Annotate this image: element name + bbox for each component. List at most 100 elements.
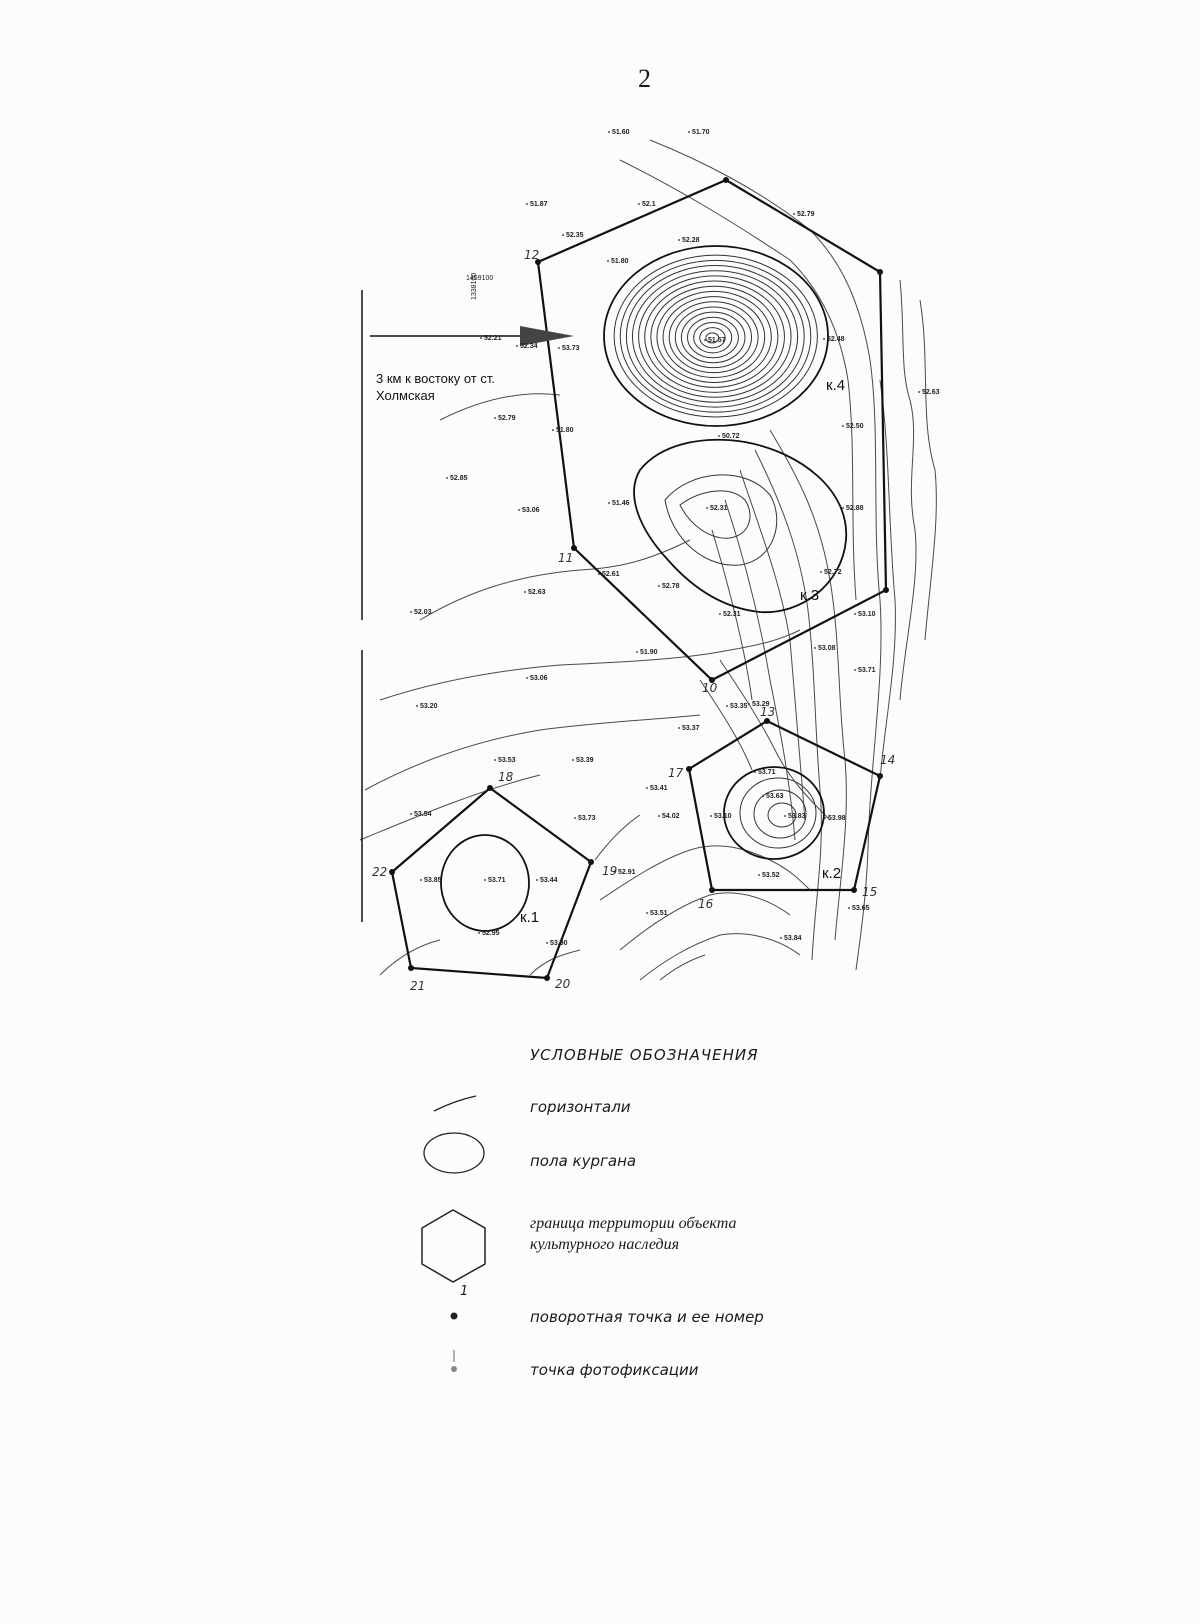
mound-label: к.4 [826, 377, 845, 394]
legend-label-boundary: граница территории объекта культурного н… [530, 1215, 737, 1253]
elevation-dot [780, 937, 782, 939]
elevation-dot [688, 131, 690, 133]
mound-label: к.3 [800, 587, 819, 604]
elevation-label: 52.91 [618, 869, 636, 876]
legend-label-turning-point: поворотная точка и ее номер [530, 1308, 764, 1326]
elevation-label: 52.79 [797, 211, 815, 218]
elevation-dot [814, 647, 816, 649]
elevation-label: 53.98 [828, 815, 846, 822]
contour-ring [619, 259, 812, 413]
contour-ring [687, 316, 739, 359]
elevation-label: 53.52 [762, 872, 780, 879]
elevation-dot [854, 669, 856, 671]
contour-line-icon [433, 1095, 477, 1112]
dot-icon [450, 1312, 458, 1320]
elevation-label: 51.60 [612, 129, 630, 136]
mound-k2 [723, 766, 825, 860]
mound-label: к.1 [520, 909, 539, 926]
elevation-label: 52.34 [520, 343, 538, 350]
location-line-1: 3 км к востоку от ст. [376, 371, 495, 386]
point-number: 15 [862, 885, 877, 899]
elevation-dot [416, 705, 418, 707]
elevation-label: 50.72 [722, 433, 740, 440]
elevation-label: 51.80 [556, 427, 574, 434]
point-number: 13 [760, 705, 775, 719]
point-number: 10 [702, 681, 718, 695]
elevation-label: 52.31 [723, 611, 741, 618]
elevation-label: 52.63 [528, 589, 546, 596]
elevation-dot [572, 759, 574, 761]
coordinate-x: 1338100 [471, 273, 478, 300]
elevation-label: 51.90 [640, 649, 658, 656]
elevation-label: 53.54 [414, 811, 432, 818]
legend-title: УСЛОВНЫЕ ОБОЗНАЧЕНИЯ [530, 1046, 759, 1064]
elevation-label: 52.85 [450, 475, 468, 482]
contour-ring [638, 275, 792, 398]
contour-ring [668, 301, 759, 374]
point-number: 21 [410, 979, 425, 993]
elevation-label: 52.03 [414, 609, 432, 616]
mound-label: к.2 [822, 865, 841, 882]
elevation-dot [552, 429, 554, 431]
elevation-dot [524, 591, 526, 593]
point-number: 17 [668, 766, 684, 780]
elevation-label: 52.21 [484, 335, 502, 342]
elevation-dot [607, 260, 609, 262]
elevation-label: 53.65 [852, 905, 870, 912]
contour-ring [674, 306, 753, 369]
elevation-label: 53.08 [818, 645, 836, 652]
elevation-label: 53.44 [540, 877, 558, 884]
elevation-dot [558, 347, 560, 349]
elevation-label: 52.1 [642, 201, 656, 208]
elevation-dot [658, 815, 660, 817]
elevation-dot [718, 435, 720, 437]
elevation-label: 53.37 [682, 725, 700, 732]
elevation-dot [704, 339, 706, 341]
elevation-dot [526, 677, 528, 679]
elevation-dot [446, 477, 448, 479]
point-number: 22 [372, 865, 387, 879]
elevation-label: 52.48 [827, 336, 845, 343]
elevation-label: 51.70 [692, 129, 710, 136]
contour-ring [631, 270, 799, 403]
point-number: 16 [698, 897, 714, 911]
elevation-dot [748, 703, 750, 705]
elevation-label: 53.85 [424, 877, 442, 884]
elevation-dot [614, 871, 616, 873]
legend-label-photo-point: точка фотофиксации [530, 1361, 699, 1379]
contour-ring [625, 265, 805, 408]
elevation-label: 52.61 [602, 571, 620, 578]
contour-ring [656, 290, 772, 383]
point-number: 11 [558, 551, 573, 565]
elevation-label: 53.29 [752, 701, 770, 708]
elevation-label: 52.78 [662, 583, 680, 590]
elevation-dot [678, 239, 680, 241]
elevation-dot [636, 651, 638, 653]
elevation-label: 53.83 [788, 813, 806, 820]
elevation-dot [646, 912, 648, 914]
coordinate-y: 1459100 [466, 275, 493, 282]
elevation-dot [758, 874, 760, 876]
elevation-label: 53.06 [522, 507, 540, 514]
contour-ring [699, 327, 726, 349]
point-number: 20 [555, 977, 571, 991]
elevation-dot [608, 131, 610, 133]
elevation-dot [848, 907, 850, 909]
elevation-dot [793, 213, 795, 215]
elevation-label: 51.57 [708, 337, 726, 344]
boundary-pentagon-k1 [390, 786, 593, 980]
turning-point-labels: 12 11 10 13 14 15 16 17 18 19 20 21 22 [372, 248, 895, 993]
elevation-label: 52.88 [846, 505, 864, 512]
elevation-dot [480, 337, 482, 339]
elevation-label: 52.28 [682, 237, 700, 244]
mound-k3 [633, 438, 847, 613]
elevation-dot [410, 813, 412, 815]
arrow-icon [520, 326, 574, 346]
elevation-dot [526, 203, 528, 205]
elevation-dot [854, 613, 856, 615]
elevation-dot [823, 338, 825, 340]
ellipse-icon [423, 1132, 485, 1174]
elevation-label: 52.63 [922, 389, 940, 396]
elevation-label: 51.46 [612, 500, 630, 507]
